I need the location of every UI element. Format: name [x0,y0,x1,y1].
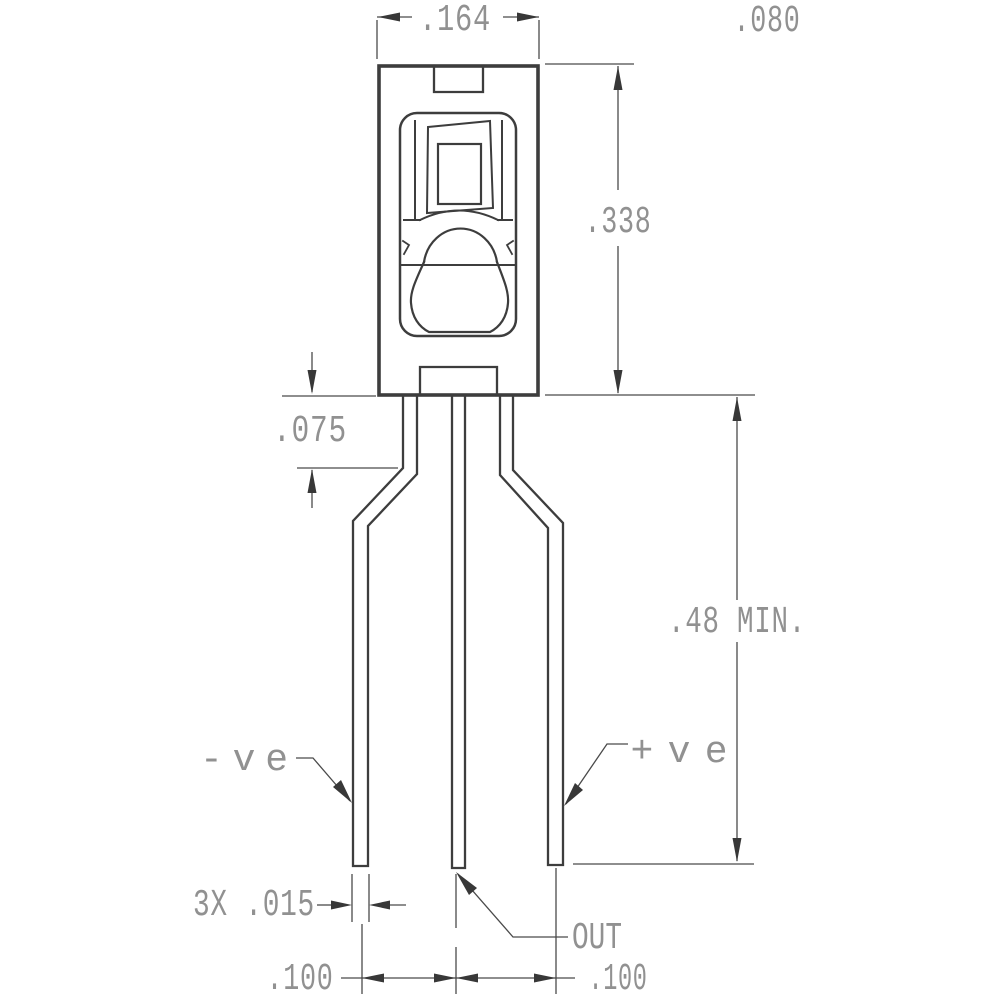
dimension-labels: .164 .080 .338 .075 .48 MIN. 3X .015 .10… [193,0,806,1000]
wall-tick-left [401,239,411,256]
arrow-leader-positive [564,783,583,806]
dim-body-height-label: .338 [585,201,652,244]
arrow-338-up [613,66,623,90]
arrowheads [307,12,742,983]
arrow-164-left [378,12,400,22]
dim-shoulder-label: .075 [273,410,347,453]
arrow-015-right [331,900,352,910]
leader-line-positive [565,743,628,805]
wall-tick-right [505,239,515,256]
chip-window [436,142,483,206]
pin-label-out: OUT [572,917,622,960]
dim-pitch-right-label: .100 [589,958,648,1000]
arrow-leader-out [456,872,477,895]
top-index-notch [432,64,485,94]
arrow-leader-negative [333,780,352,803]
arrow-164-right [517,12,539,22]
lead-left-negative [351,393,419,868]
arrow-48min-up [732,397,742,421]
arrow-100-right-out [534,973,556,983]
arrow-100-left-out [362,973,384,983]
arrow-075-up [307,469,317,493]
leader-line-negative [296,757,351,802]
pin-label-positive: +ve [631,731,728,774]
pin-label-negative: -ve [200,739,288,782]
arrow-015-left [369,900,390,910]
arrow-100-right-in [456,973,478,983]
chip-outer-frame [425,119,495,215]
lead-right-positive [498,393,565,867]
dim-pitch-left-label: .100 [267,958,334,1000]
part-geometry [351,64,565,870]
lens-housing [398,111,518,338]
bottom-pedestal-notch [418,365,499,397]
arrow-338-down [613,370,623,394]
lens-bell-outline [409,260,510,334]
package-body-outline [377,64,540,397]
dim-lead-length-label: .48 MIN. [668,601,806,644]
reflector-rim-arc [418,209,500,222]
dome-lens [422,227,499,264]
lead-center-output [450,393,467,870]
dim-lead-thickness-label: 3X .015 [193,884,315,927]
dim-body-width-label: .164 [419,0,491,42]
arrow-100-left-in [434,973,456,983]
arrow-48min-down [732,838,742,862]
leader-line-out [457,873,568,938]
dim-corner-ref-label: .080 [734,0,801,43]
arrow-075-down [307,370,317,394]
